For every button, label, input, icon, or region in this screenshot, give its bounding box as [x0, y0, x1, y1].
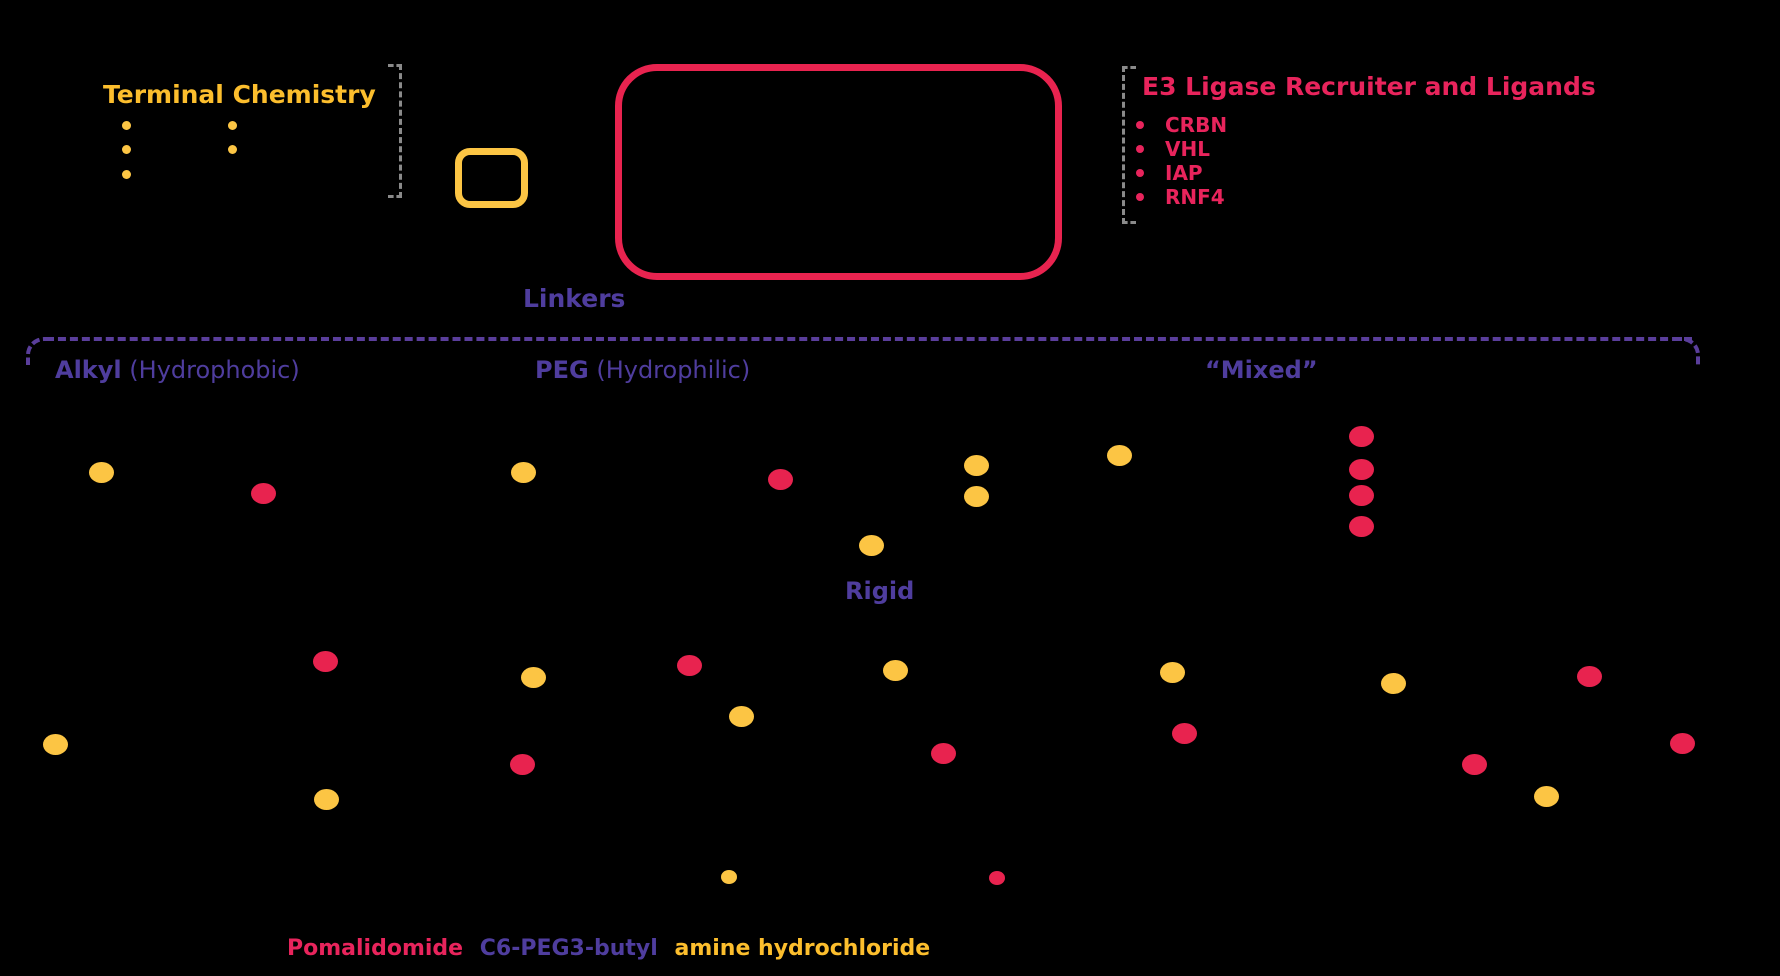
linker-terminal-dot	[1348, 484, 1374, 506]
section-name: “Mixed”	[1205, 356, 1318, 384]
linkers-brace-right-end	[1674, 337, 1700, 365]
section-name: PEG	[535, 356, 589, 384]
linkers-title: Linkers	[523, 284, 626, 313]
linker-terminal-dot	[88, 461, 114, 483]
linker-terminal-dot	[520, 666, 546, 688]
linker-terminal-dot	[728, 705, 754, 727]
section-label-mixed: “Mixed”	[1205, 356, 1318, 384]
linker-terminal-dot	[676, 654, 702, 676]
linkers-brace-left-end	[26, 337, 52, 365]
section-label-peg: PEG (Hydrophilic)	[535, 356, 750, 384]
section-label-rigid: Rigid	[845, 577, 915, 605]
linker-terminal-dot	[858, 534, 884, 556]
linker-terminal-dot	[42, 733, 68, 755]
e3-ligase-list: CRBN VHL IAP RNF4	[1136, 113, 1227, 209]
e3-ligase-item: RNF4	[1136, 185, 1227, 209]
section-qualifier: (Hydrophilic)	[596, 356, 751, 384]
bullet-dot-icon	[122, 145, 131, 154]
linker-terminal-dot	[250, 482, 276, 504]
caption-amine: amine hydrochloride	[674, 936, 931, 961]
example-compound-caption: Pomalidomide C6-PEG3-butyl amine hydroch…	[287, 936, 930, 961]
linker-terminal-dot	[1533, 785, 1559, 807]
linkers-brace-line	[46, 337, 1692, 341]
linker-terminal-dot	[1461, 753, 1487, 775]
linker-terminal-dot	[767, 468, 793, 490]
linker-terminal-dot	[509, 753, 535, 775]
linker-terminal-dot	[1348, 515, 1374, 537]
linker-terminal-dot	[721, 870, 737, 884]
e3-ligase-item: VHL	[1136, 137, 1227, 161]
bullet-dot-icon	[228, 121, 237, 130]
linker-terminal-dot	[930, 742, 956, 764]
linker-terminal-dot	[1106, 444, 1132, 466]
linker-terminal-dot	[313, 788, 339, 810]
linker-terminal-dot	[1669, 732, 1695, 754]
section-qualifier: (Hydrophobic)	[129, 356, 300, 384]
e3-recruiter-outline-box	[615, 64, 1062, 280]
bullet-dot-icon	[122, 121, 131, 130]
e3-ligase-bracket	[1122, 66, 1136, 224]
linker-terminal-dot	[312, 650, 338, 672]
linker-terminal-dot	[1380, 672, 1406, 694]
linker-terminal-dot	[1576, 665, 1602, 687]
linker-terminal-dot	[510, 461, 536, 483]
linker-terminal-dot	[989, 871, 1005, 885]
bullet-dot-icon	[122, 170, 131, 179]
linker-terminal-dot	[963, 485, 989, 507]
linker-terminal-dot	[1348, 425, 1374, 447]
e3-ligase-item: IAP	[1136, 161, 1227, 185]
e3-ligase-item: CRBN	[1136, 113, 1227, 137]
linker-terminal-dot	[1159, 661, 1185, 683]
linker-terminal-dot	[882, 659, 908, 681]
linker-terminal-dot	[1171, 722, 1197, 744]
section-label-alkyl: Alkyl (Hydrophobic)	[55, 356, 300, 384]
bullet-dot-icon	[228, 145, 237, 154]
terminal-chemistry-bracket	[388, 64, 402, 198]
linker-terminal-dot	[1348, 458, 1374, 480]
caption-linker: C6-PEG3-butyl	[479, 936, 658, 961]
terminal-chemistry-title: Terminal Chemistry	[103, 80, 376, 109]
e3-ligase-title: E3 Ligase Recruiter and Ligands	[1142, 72, 1596, 101]
linker-terminal-dot	[963, 454, 989, 476]
section-name: Alkyl	[55, 356, 122, 384]
caption-pomalidomide: Pomalidomide	[287, 936, 464, 961]
warhead-outline-box	[455, 148, 528, 208]
